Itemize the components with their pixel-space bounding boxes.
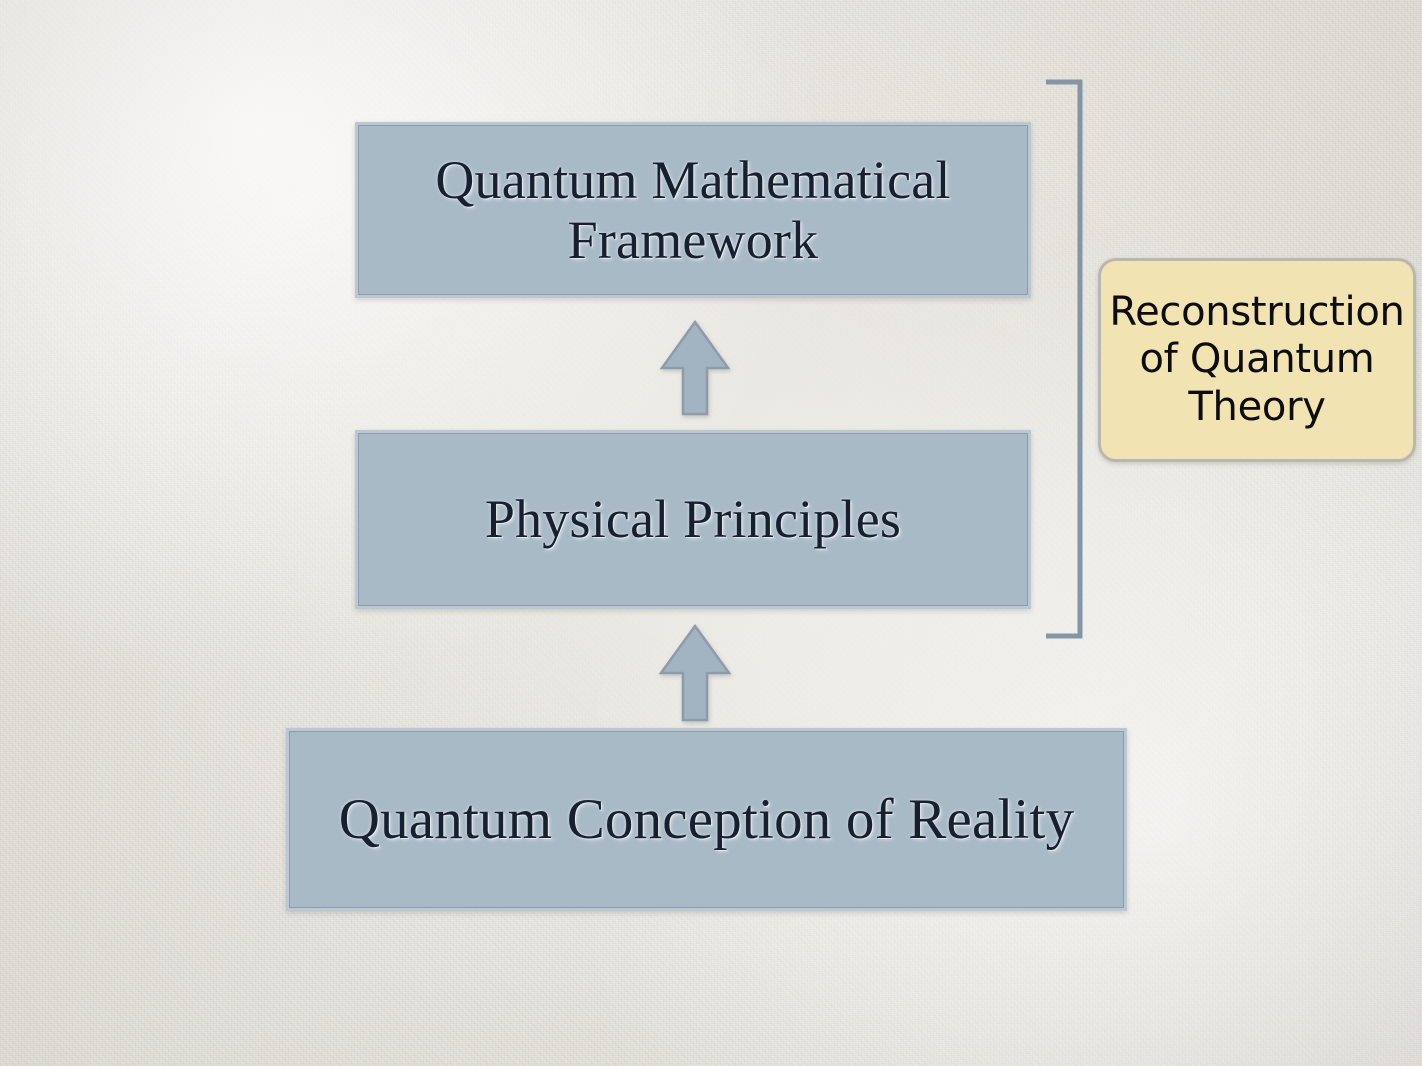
box-physical-principles[interactable]: Physical Principles xyxy=(355,430,1031,609)
callout-reconstruction-of-quantum-theory[interactable]: Reconstruction of Quantum Theory xyxy=(1098,258,1416,462)
grouping-bracket-icon xyxy=(1046,79,1083,639)
callout-label: Reconstruction of Quantum Theory xyxy=(1109,289,1405,430)
box-quantum-conception-of-reality[interactable]: Quantum Conception of Reality xyxy=(286,728,1127,911)
box-label-principles: Physical Principles xyxy=(484,489,902,550)
box-quantum-mathematical-framework[interactable]: Quantum Mathematical Framework xyxy=(355,122,1031,298)
arrow-up-principles-to-framework xyxy=(659,319,731,416)
arrow-up-reality-to-principles xyxy=(658,623,732,722)
box-label-framework: Quantum Mathematical Framework xyxy=(435,149,951,270)
box-label-reality: Quantum Conception of Reality xyxy=(338,787,1075,851)
